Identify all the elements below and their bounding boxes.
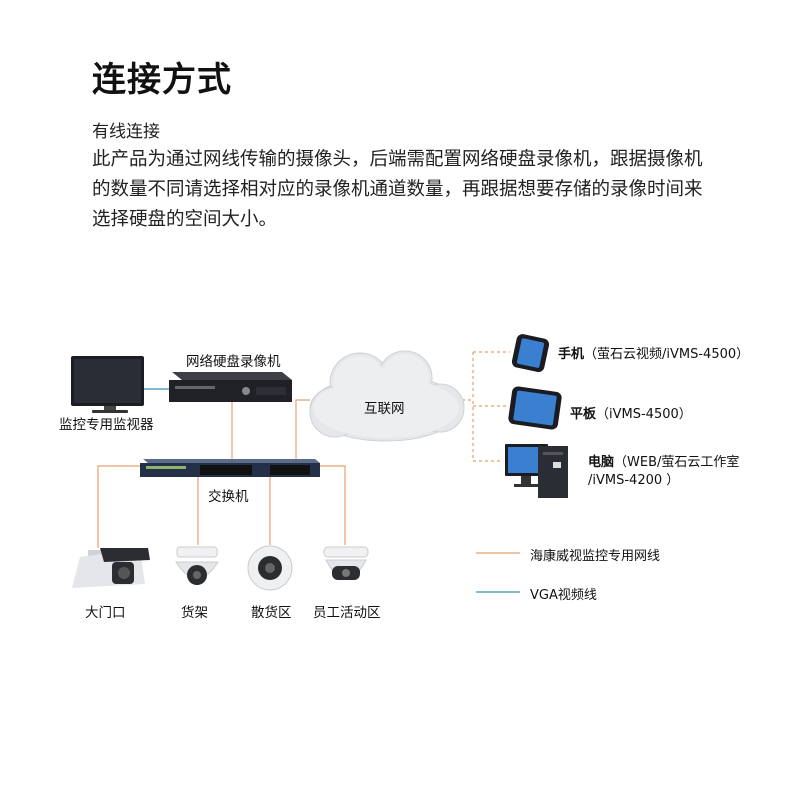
phone-icon — [511, 333, 550, 373]
dome-camera-icon — [176, 547, 218, 585]
camera-label-staff: 员工活动区 — [313, 601, 381, 621]
fisheye-camera-icon — [248, 546, 292, 590]
client-pc: 电脑（WEB/萤石云工作室 — [588, 451, 739, 470]
cloud-label: 互联网 — [364, 397, 405, 417]
client-tablet-detail: （iVMS-4500） — [596, 407, 692, 422]
client-tablet: 平板（iVMS-4500） — [570, 403, 692, 422]
client-tablet-name: 平板 — [570, 407, 596, 422]
legend-vga-label: VGA视频线 — [530, 584, 597, 603]
switch-label: 交换机 — [208, 485, 249, 505]
client-phone: 手机（萤石云视频/iVMS-4500） — [558, 343, 749, 362]
client-pc-detail: （WEB/萤石云工作室 — [614, 455, 739, 470]
camera-label-shelf: 货架 — [181, 601, 208, 621]
switch-camera4-line — [318, 466, 345, 545]
nvr-label: 网络硬盘录像机 — [186, 350, 281, 370]
switch-cloud-line — [296, 400, 310, 459]
monitor-icon — [71, 356, 144, 413]
switch-icon — [140, 459, 320, 477]
client-pc-detail-line2: /iVMS-4200 ） — [588, 469, 679, 488]
bullet-camera-icon — [72, 548, 150, 588]
switch-camera1-line — [98, 466, 140, 548]
turret-camera-icon — [324, 547, 368, 580]
nvr-icon — [169, 372, 292, 402]
cloud-client-trunk — [462, 400, 500, 461]
camera-label-bulk: 散货区 — [251, 601, 292, 621]
client-phone-name: 手机 — [558, 347, 584, 362]
camera-label-gate: 大门口 — [85, 601, 126, 621]
monitor-label: 监控专用监视器 — [59, 413, 154, 433]
tablet-icon — [508, 386, 563, 431]
client-pc-name: 电脑 — [588, 455, 614, 470]
legend-network-label: 海康威视监控专用网线 — [530, 545, 660, 564]
computer-icon — [505, 444, 568, 498]
client-phone-detail: （萤石云视频/iVMS-4500） — [584, 347, 749, 362]
